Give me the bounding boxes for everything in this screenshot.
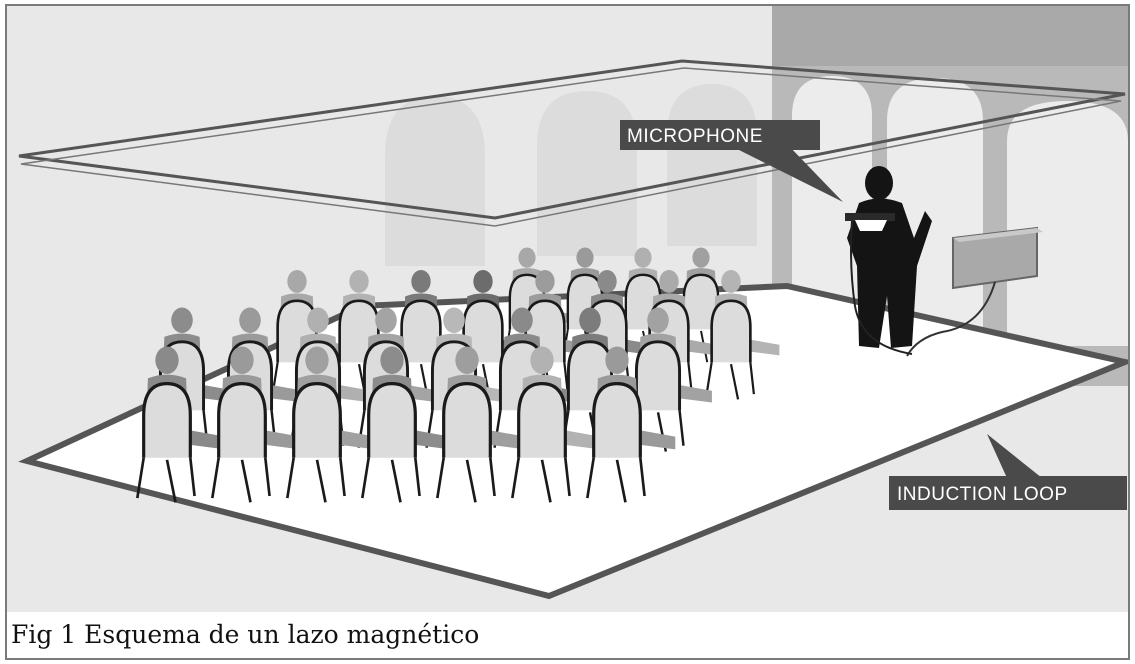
induction-loop-label: INDUCTION LOOP xyxy=(897,484,1068,505)
microphone-label: MICROPHONE xyxy=(627,126,763,147)
induction-loop-illustration: MICROPHONE INDUCTION LOOP xyxy=(7,6,1128,612)
figure-caption: Fig 1 Esquema de un lazo magnético xyxy=(11,620,479,649)
